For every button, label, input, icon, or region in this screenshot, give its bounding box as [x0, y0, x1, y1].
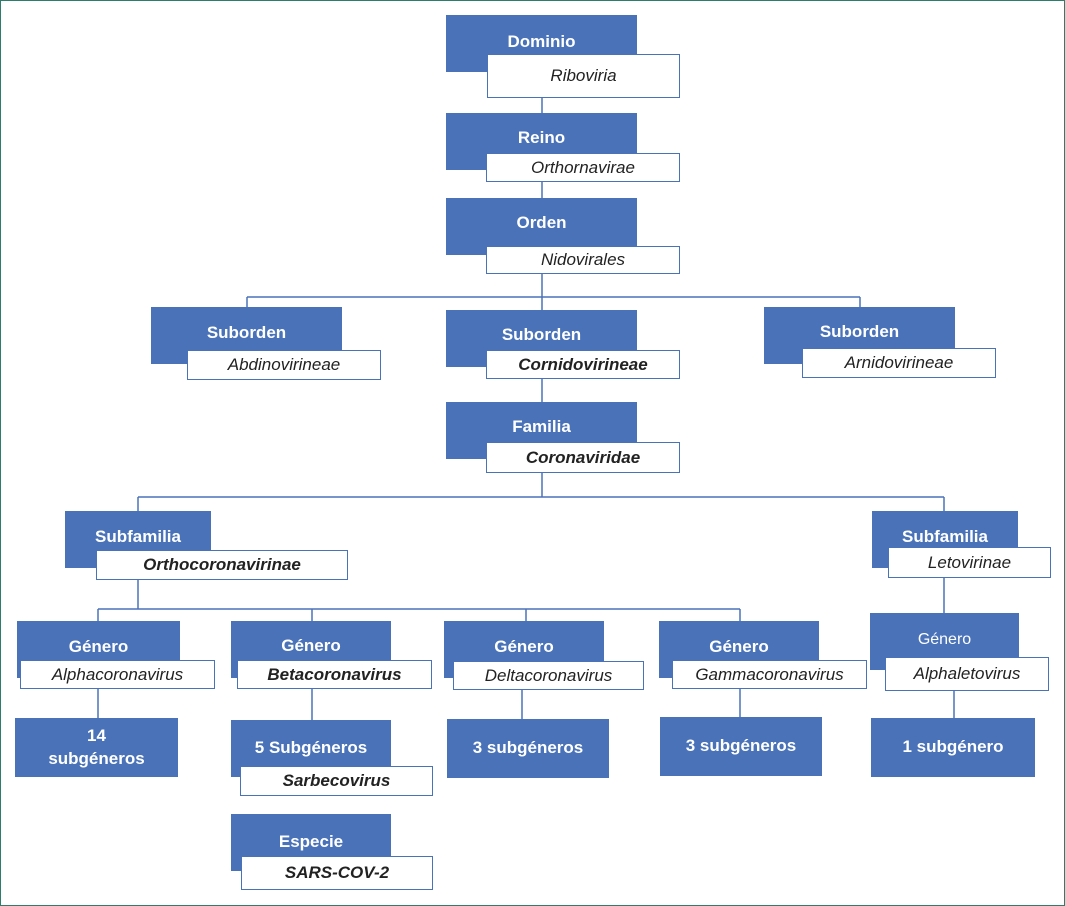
rank-label: Suborden: [819, 322, 900, 341]
taxon-name: Letovirinae: [888, 547, 1051, 578]
rank-box: Subfamilia: [65, 511, 211, 568]
taxon-name: Alphaletovirus: [885, 657, 1049, 691]
node-alphaleto-subgenero: 1 subgénero: [871, 718, 1035, 777]
taxon-name: Nidovirales: [486, 246, 680, 274]
rank-label: Subfamilia: [902, 527, 988, 546]
rank-label: Orden: [516, 213, 567, 232]
rank-box: Orden: [446, 198, 637, 255]
taxon-name: Abdinovirineae: [187, 350, 381, 380]
taxon-name: Orthocoronavirinae: [96, 550, 348, 580]
subgeneros-label: 3 subgéneros: [472, 738, 584, 758]
rank-label: Género: [494, 637, 554, 656]
rank-label: Género: [68, 637, 129, 656]
rank-label: Subfamilia: [95, 527, 181, 546]
taxon-name: Betacoronavirus: [237, 660, 432, 689]
rank-label: Género: [281, 636, 341, 655]
subgeneros-label: subgéneros: [48, 748, 145, 768]
taxon-name: Gammacoronavirus: [672, 660, 867, 689]
subgeneros-label: 3 subgéneros: [685, 736, 797, 756]
taxon-name: Cornidovirineae: [486, 350, 680, 379]
subgeneros-count: 14: [87, 726, 106, 746]
taxon-name: Riboviria: [487, 54, 680, 98]
taxon-name: SARS-COV-2: [241, 856, 433, 890]
rank-label: Especie: [278, 832, 344, 851]
subgeneros-label: 1 subgénero: [902, 737, 1004, 757]
rank-label: Familia: [512, 417, 571, 436]
taxon-name: Arnidovirineae: [802, 348, 996, 378]
taxon-name: Coronaviridae: [486, 442, 680, 473]
rank-label: Reino: [517, 128, 566, 147]
rank-label: Suborden: [206, 323, 287, 342]
rank-label: 5 Subgéneros: [254, 738, 368, 757]
node-alpha-subgeneros: 14 subgéneros: [15, 718, 178, 777]
taxon-name: Deltacoronavirus: [453, 661, 644, 690]
taxon-name: Sarbecovirus: [240, 766, 433, 796]
rank-label: Género: [917, 631, 972, 648]
rank-label: Suborden: [501, 325, 582, 344]
node-delta-subgeneros: 3 subgéneros: [447, 719, 609, 778]
taxon-name: Orthornavirae: [486, 153, 680, 182]
rank-label: Dominio: [507, 32, 576, 51]
rank-label: Género: [709, 637, 769, 656]
node-gamma-subgeneros: 3 subgéneros: [660, 717, 822, 776]
taxon-name: Alphacoronavirus: [20, 660, 215, 689]
